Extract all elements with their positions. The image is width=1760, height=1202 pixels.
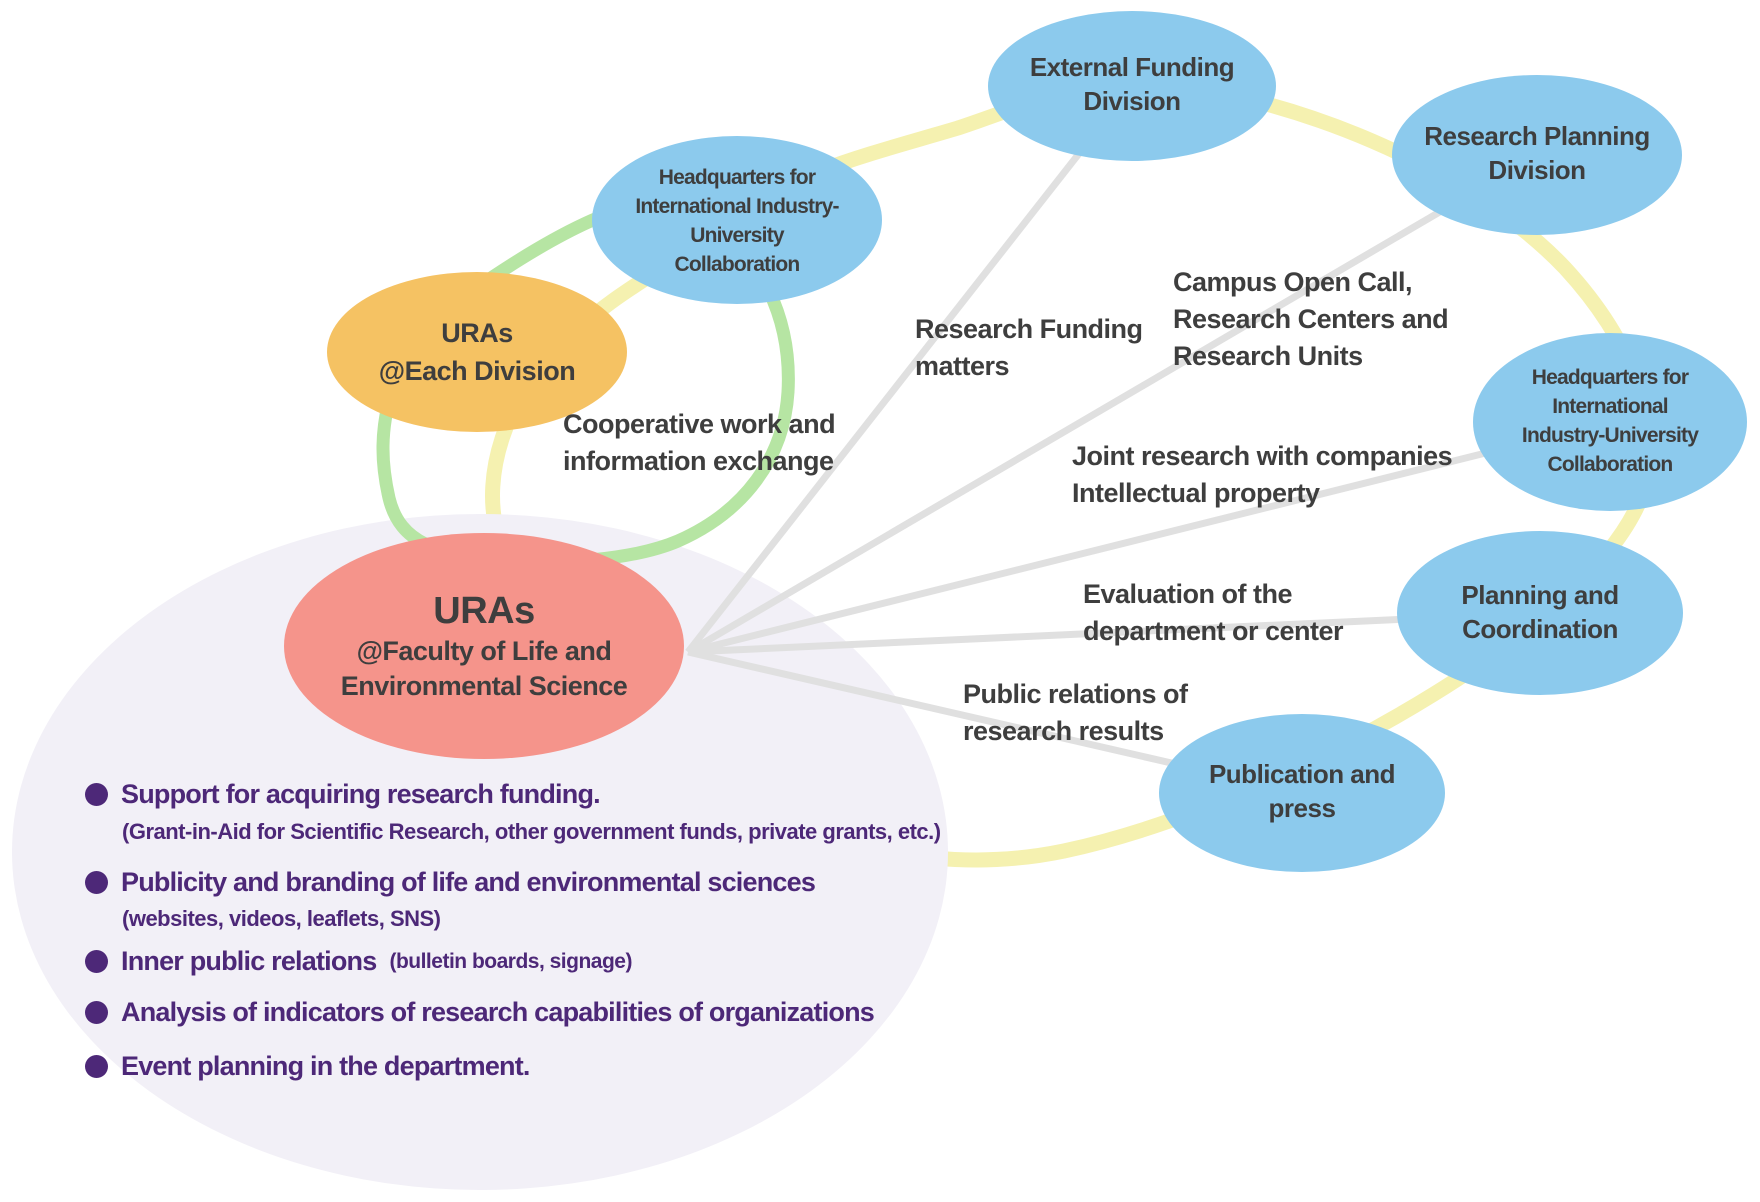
node-line: press (1268, 793, 1336, 823)
edge-label-line: Research Centers and (1173, 304, 1449, 334)
node-subtitle: @Each Division (378, 356, 576, 386)
task-text: Event planning in the department. (121, 1051, 530, 1081)
edge-label-line: department or center (1083, 616, 1344, 646)
edge-label-evaluation: Evaluation of the department or center (1083, 576, 1344, 650)
edge-label-cooperative-work: Cooperative work and information exchang… (563, 406, 836, 480)
node-line: Coordination (1462, 614, 1618, 644)
edge-label-line: information exchange (563, 446, 834, 476)
node-line: International Industry- (635, 195, 839, 218)
edge-label-line: Intellectual property (1072, 478, 1320, 508)
node-publication-press-label: Publication and press (1208, 757, 1396, 825)
node-title: URAs (433, 590, 535, 632)
node-hq-right-shape (1473, 333, 1747, 511)
task-text: Publicity and branding of life and envir… (121, 867, 816, 897)
node-publication-press-shape (1159, 714, 1445, 872)
node-line: Publication and (1208, 759, 1396, 789)
node-line: @Faculty of Life and (356, 636, 612, 666)
edge-label-line: research results (963, 716, 1164, 746)
node-line: Collaboration (674, 253, 801, 276)
node-uras-faculty-label: URAs @Faculty of Life and Environmental … (341, 588, 628, 704)
task-item-inner-pr: Inner public relations (bulletin boards, … (85, 946, 632, 977)
bullet-icon (85, 783, 108, 806)
bullet-icon (85, 1055, 108, 1078)
node-line: Research Planning (1424, 121, 1650, 151)
connector-line-external-funding (685, 83, 1135, 655)
node-hq-top-shape (592, 136, 882, 304)
node-line: Headquarters for (1531, 366, 1689, 389)
edge-label-line: Campus Open Call, (1173, 267, 1413, 297)
edge-label-public-relations: Public relations of research results (963, 676, 1188, 750)
task-item-publicity: Publicity and branding of life and envir… (85, 867, 816, 898)
task-suffix-text: (bulletin boards, signage) (389, 949, 632, 973)
task-item-analysis: Analysis of indicators of research capab… (85, 997, 875, 1028)
green-ring (376, 195, 795, 569)
edge-label-line: Research Units (1173, 341, 1363, 371)
node-research-planning-shape (1392, 75, 1682, 235)
node-external-funding-label: External Funding Division (1029, 50, 1235, 118)
node-hq-top-label: Headquarters for International Industry-… (635, 163, 839, 279)
task-text: Support for acquiring research funding. (121, 779, 601, 809)
node-uras-each-division-shape (327, 272, 627, 432)
task-item-funding: Support for acquiring research funding. (85, 779, 601, 810)
node-line: Environmental Science (340, 671, 628, 701)
node-line: Headquarters for (658, 166, 816, 189)
task-item-events: Event planning in the department. (85, 1051, 530, 1082)
node-hq-right-label: Headquarters for International Industry-… (1521, 363, 1699, 479)
node-line: Industry-University (1521, 424, 1699, 447)
edge-label-line: Research Funding (915, 314, 1143, 344)
node-uras-faculty-shape (284, 533, 684, 759)
task-text: Analysis of indicators of research capab… (121, 997, 875, 1027)
node-external-funding-shape (988, 11, 1276, 161)
node-line: Division (1083, 86, 1181, 116)
node-line: Collaboration (1547, 453, 1674, 476)
edge-label-line: Evaluation of the (1083, 579, 1293, 609)
connector-line-hq-right (687, 418, 1611, 656)
edge-label-campus-open-call: Campus Open Call, Research Centers and R… (1173, 264, 1449, 375)
node-research-planning-label: Research Planning Division (1424, 119, 1650, 187)
edge-label-line: Public relations of (963, 679, 1188, 709)
node-uras-each-division-label: URAs @Each Division (378, 314, 576, 390)
background-ellipse (12, 514, 948, 1190)
edge-label-line: matters (915, 351, 1010, 381)
edge-label-line: Joint research with companies (1072, 441, 1453, 471)
task-subtext: (websites, videos, leaflets, SNS) (122, 906, 441, 931)
bullet-icon (85, 1001, 108, 1024)
bullet-icon (85, 871, 108, 894)
bullet-icon (85, 950, 108, 973)
edge-label-research-funding: Research Funding matters (915, 311, 1143, 385)
node-title: URAs (441, 318, 513, 348)
node-planning-coordination-shape (1397, 531, 1683, 695)
edge-label-joint-research: Joint research with companies Intellectu… (1072, 438, 1453, 512)
node-line: Division (1488, 155, 1586, 185)
connector-line-research-planning (686, 151, 1539, 656)
node-line: External Funding (1029, 52, 1235, 82)
edge-label-line: Cooperative work and (563, 409, 836, 439)
task-subtext: (Grant-in-Aid for Scientific Research, o… (122, 819, 941, 844)
node-planning-coordination-label: Planning and Coordination (1461, 578, 1619, 646)
node-line: Planning and (1461, 580, 1619, 610)
task-text: Inner public relations (121, 946, 377, 976)
node-line: University (690, 224, 784, 247)
node-line: International (1552, 395, 1668, 418)
